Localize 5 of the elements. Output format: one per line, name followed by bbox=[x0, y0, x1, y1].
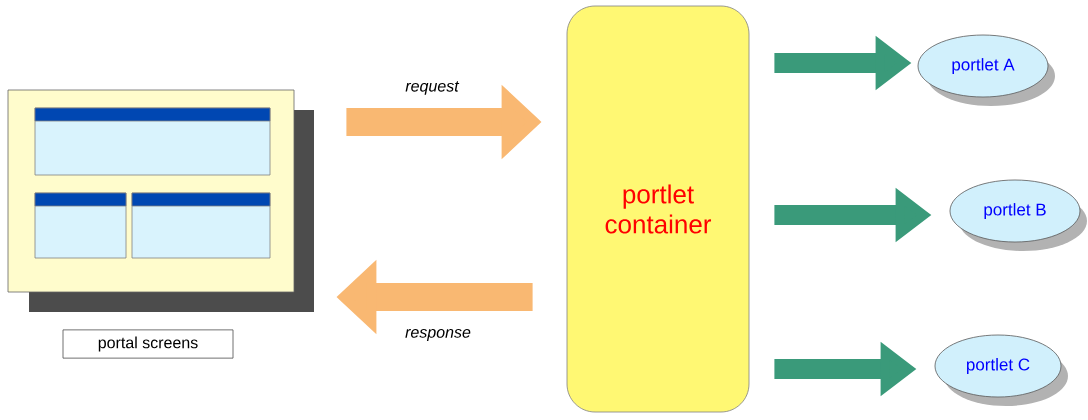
edge-label: request bbox=[405, 81, 460, 95]
caption-box: portal screens bbox=[62, 329, 234, 359]
edge-label: response bbox=[405, 329, 471, 341]
container-box: portlet container bbox=[566, 5, 750, 413]
portal-screen-drawing bbox=[7, 89, 314, 312]
